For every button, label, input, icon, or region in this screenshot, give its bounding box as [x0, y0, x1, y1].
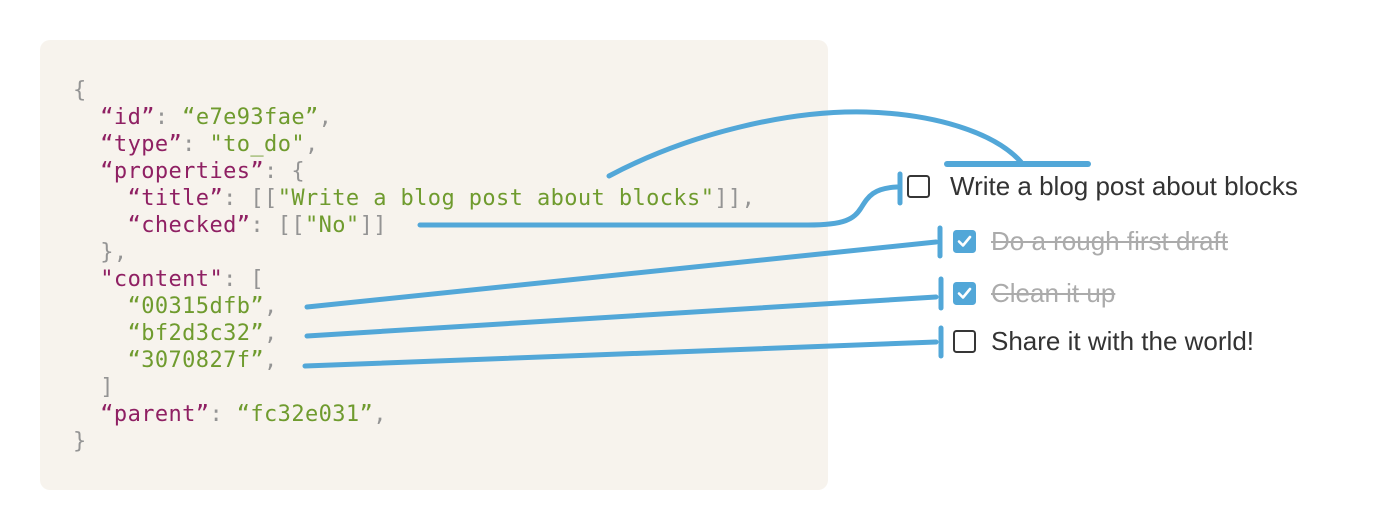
todo-item: Share it with the world! — [953, 326, 1254, 356]
todo-checkbox[interactable] — [907, 174, 930, 198]
todo-item: Do a rough first draft — [953, 226, 1228, 256]
checkmark-icon — [957, 235, 972, 247]
todo-label: Clean it up — [991, 277, 1116, 308]
checkmark-icon — [957, 287, 972, 299]
todo-checkbox[interactable] — [953, 329, 976, 353]
json-code-block: { “id”: “e7e93fae”, “type”: "to_do", “pr… — [40, 40, 828, 490]
json-code: { “id”: “e7e93fae”, “type”: "to_do", “pr… — [73, 78, 756, 454]
todo-label: Do a rough first draft — [991, 225, 1228, 256]
todo-checkbox[interactable] — [953, 281, 976, 305]
todo-checkbox[interactable] — [953, 229, 976, 253]
todo-label: Share it with the world! — [991, 325, 1255, 356]
todo-label: Write a blog post about blocks — [950, 170, 1298, 201]
todo-item: Write a blog post about blocks — [907, 171, 1298, 201]
todo-item: Clean it up — [953, 278, 1115, 308]
